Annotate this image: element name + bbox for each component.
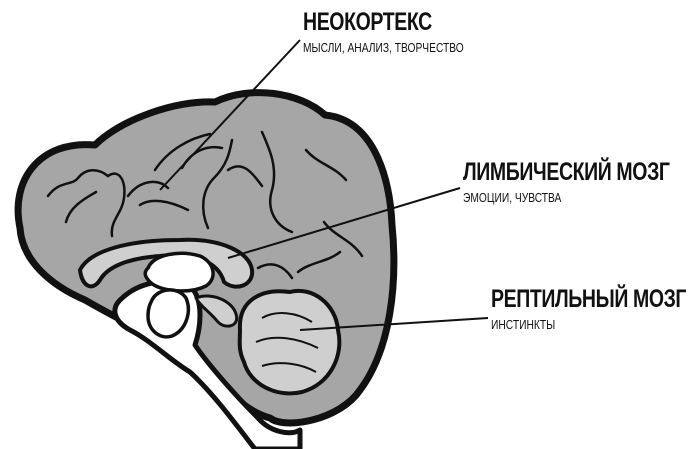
neocortex-subtitle: МЫСЛИ, АНАЛИЗ, ТВОРЧЕСТВО [303, 41, 464, 55]
reptilian-subtitle: ИНСТИНКТЫ [491, 318, 555, 332]
midbrain-shape [148, 290, 188, 337]
thalamus-shape [145, 253, 213, 291]
reptilian-title: РЕПТИЛЬНЫЙ МОЗГ [491, 285, 686, 314]
neocortex-title: НЕОКОРТЕКС [303, 8, 432, 37]
limbic-title: ЛИМБИЧЕСКИЙ МОЗГ [463, 158, 670, 187]
reptilian-brain-shape [240, 291, 340, 394]
limbic-subtitle: ЭМОЦИИ, ЧУВСТВА [463, 191, 561, 205]
